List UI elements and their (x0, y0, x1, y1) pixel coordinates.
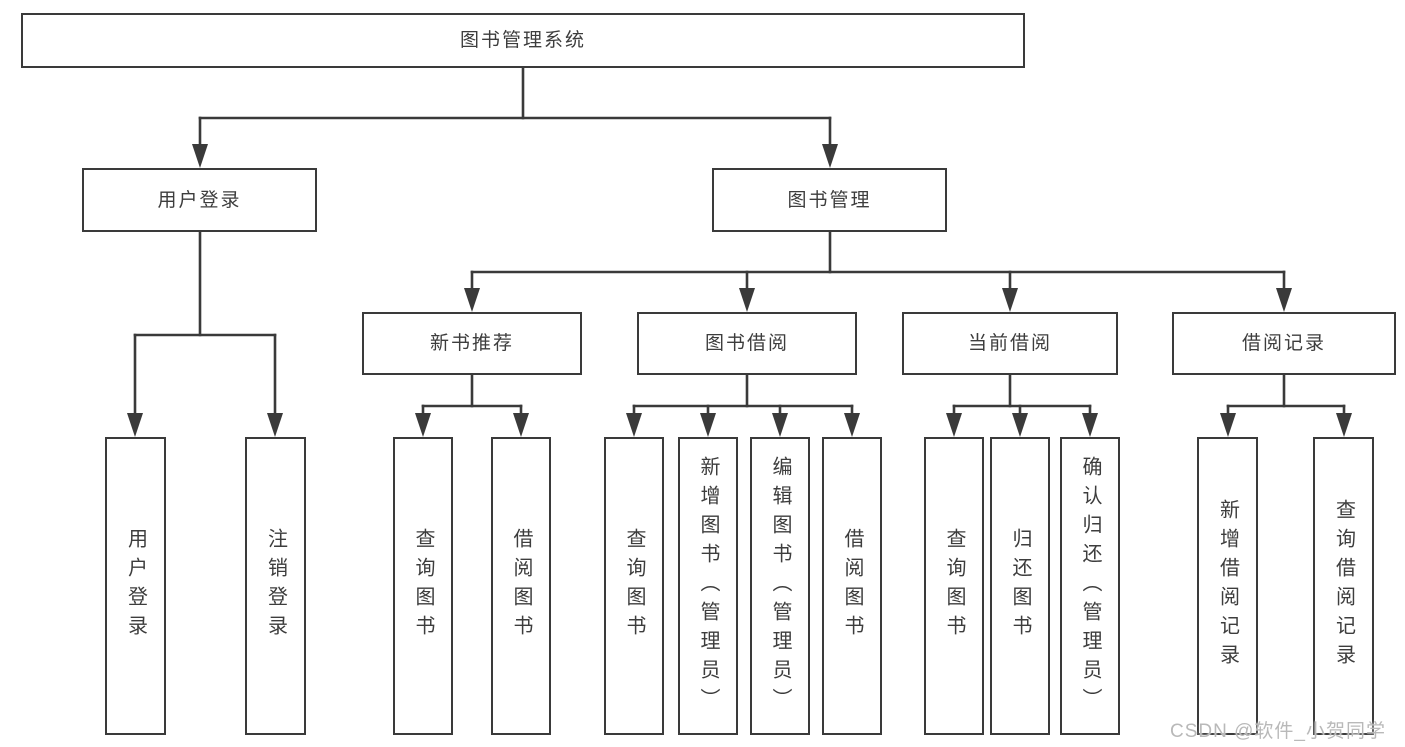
node-label: 查询借阅记录 (1332, 499, 1355, 673)
node-label: 查询图书 (943, 528, 965, 644)
node-leaf-return-books: 归还图书 (990, 437, 1050, 735)
node-current-borrow: 当前借阅 (902, 312, 1118, 375)
node-label: 图书借阅 (704, 333, 789, 354)
node-label: 归还图书 (1009, 528, 1031, 644)
node-label: 编辑图书（管理员） (769, 455, 791, 717)
node-label: 查询图书 (623, 528, 645, 644)
node-book-management: 图书管理 (712, 168, 947, 232)
node-label: 借阅记录 (1241, 333, 1326, 354)
node-leaf-query-books-recommend: 查询图书 (393, 437, 453, 735)
node-label: 图书管理 (787, 189, 872, 211)
node-borrow-records: 借阅记录 (1172, 312, 1396, 375)
node-label: 用户登录 (157, 189, 242, 211)
node-leaf-query-books-current: 查询图书 (924, 437, 984, 735)
node-leaf-user-login: 用户登录 (105, 437, 166, 735)
csdn-watermark: CSDN @软件_小贺同学 (1170, 721, 1386, 742)
node-leaf-borrow-books-recommend: 借阅图书 (491, 437, 551, 735)
node-label: 确认归还（管理员） (1079, 455, 1101, 717)
node-label: 用户登录 (124, 528, 147, 644)
node-user-login: 用户登录 (82, 168, 317, 232)
node-label: 借阅图书 (841, 528, 863, 644)
node-leaf-add-book-admin: 新增图书（管理员） (678, 437, 738, 735)
node-label: 新书推荐 (429, 333, 514, 354)
node-leaf-borrow-books: 借阅图书 (822, 437, 882, 735)
node-label: 借阅图书 (510, 528, 532, 644)
node-leaf-logout: 注销登录 (245, 437, 306, 735)
node-leaf-query-borrow-record: 查询借阅记录 (1313, 437, 1374, 735)
node-leaf-add-borrow-record: 新增借阅记录 (1197, 437, 1258, 735)
node-book-borrow: 图书借阅 (637, 312, 857, 375)
node-label: 新增借阅记录 (1216, 499, 1239, 673)
node-label: 注销登录 (264, 528, 287, 644)
node-label: 查询图书 (412, 528, 434, 644)
node-leaf-confirm-return-admin: 确认归还（管理员） (1060, 437, 1120, 735)
node-label: 图书管理系统 (459, 30, 586, 51)
node-system-root: 图书管理系统 (21, 13, 1025, 68)
node-new-book-recommend: 新书推荐 (362, 312, 582, 375)
node-leaf-edit-book-admin: 编辑图书（管理员） (750, 437, 810, 735)
node-label: 当前借阅 (967, 333, 1052, 354)
node-label: 新增图书（管理员） (697, 455, 719, 717)
node-leaf-query-books-borrow: 查询图书 (604, 437, 664, 735)
